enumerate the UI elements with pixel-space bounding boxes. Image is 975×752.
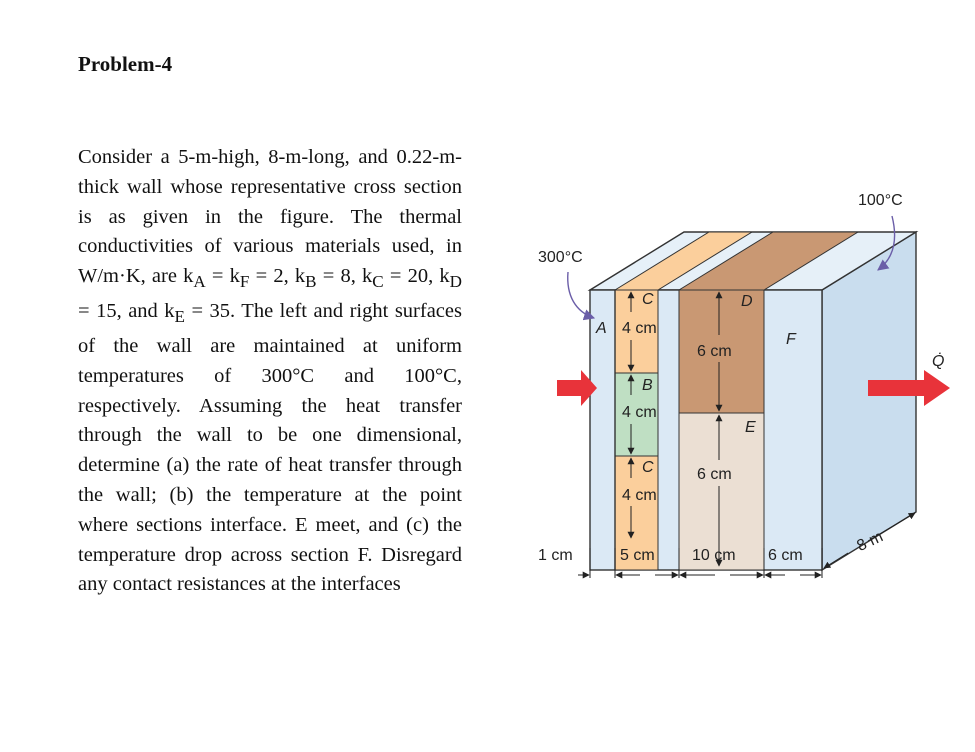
label-c-top: C [642,291,654,308]
label-a: A [595,320,607,337]
subscript-f: F [239,272,250,292]
statement-intro: Consider a 5-m-high, 8-m-long, and 0.22-… [78,146,462,288]
temp-right-pointer [877,215,896,271]
height-d: 6 cm [697,343,732,360]
statement-part: = 20, k [383,265,450,288]
label-c-bottom: C [642,459,654,476]
subscript-e: E [174,307,185,327]
wall-right-side [821,230,917,572]
subscript-d: D [449,272,463,292]
width-layer-a: 1 cm [538,547,573,564]
statement-rest: = 35. The left and right surfaces of the… [78,300,462,596]
subscript-b: B [305,272,317,292]
layer-e [678,412,765,571]
heat-rate-symbol: Q̇ [932,352,944,370]
heat-flow-out-arrow [868,370,950,406]
label-f: F [786,331,797,348]
problem-title: Problem-4 [78,52,173,76]
layer-c-bottom [614,455,659,571]
temp-left-pointer [567,271,596,321]
width-layer-f: 6 cm [768,547,803,564]
statement-part: = 2, k [249,265,306,288]
height-b: 4 cm [622,404,657,421]
statement-part: = 8, k [316,265,373,288]
depth-arrow-back [867,512,916,542]
width-layer-bc: 5 cm [620,547,655,564]
layer-b [614,372,659,457]
height-c-top: 4 cm [622,320,657,337]
subscript-c: C [372,272,384,292]
height-e: 6 cm [697,466,732,483]
temp-left-label: 300°C [538,249,583,266]
label-d: D [741,293,753,310]
label-e: E [745,419,756,436]
statement-part: = k [205,265,240,288]
problem-statement: Consider a 5-m-high, 8-m-long, and 0.22-… [78,143,462,600]
height-c-bottom: 4 cm [622,487,657,504]
depth-arrow-front [823,552,849,569]
label-b: B [642,377,653,394]
statement-part: = 15, and k [78,300,175,323]
layer-d [678,289,765,414]
heat-flow-in-arrow [557,370,597,406]
temp-right-label: 100°C [858,192,903,209]
width-layer-de: 10 cm [692,547,736,564]
subscript-a: A [193,272,206,292]
